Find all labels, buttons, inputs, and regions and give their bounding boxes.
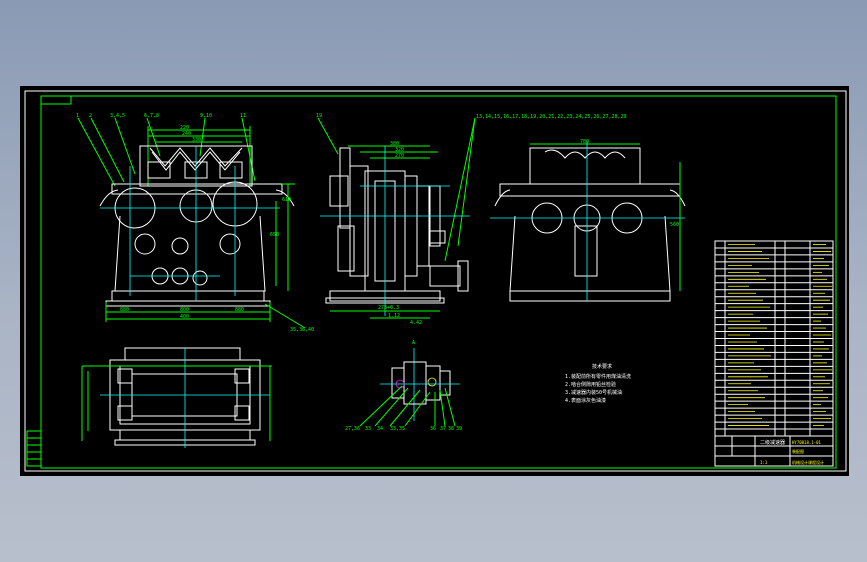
detail-ref-r1: 36	[430, 426, 436, 432]
assembly-drawing: 1 2 3,4,5 6,7,8 9,10 11 220 240 330	[24, 90, 847, 472]
ref-label-35-36-40: 35,36,40	[290, 327, 314, 333]
detail-ref-l3: 34	[377, 426, 383, 432]
technical-notes: 技术要求 1.装配前所有零件用煤油清洗 2.啮合侧隙用铅丝检验 3.减速器内装5…	[565, 363, 631, 404]
cad-viewport[interactable]: 1 2 3,4,5 6,7,8 9,10 11 220 240 330	[20, 86, 849, 476]
side-dim-320: 320	[395, 147, 404, 153]
right-dim-780: 780	[580, 139, 589, 145]
note-2: 2.啮合侧隙用铅丝检验	[565, 381, 616, 388]
title-block-sub: 装配图	[792, 448, 804, 454]
side-callout-long: 13,14,15,16,17,18,19,20,21,22,23,24,25,2…	[476, 114, 627, 120]
title-block-name: 二级减速器	[760, 439, 785, 446]
sheet-border-outer	[24, 90, 847, 472]
callout-3: 3,4,5	[110, 113, 125, 119]
detail-ref-l1: 27,36	[345, 426, 360, 432]
dim-650: 650	[270, 232, 279, 238]
detail-ref-l2: 33	[365, 426, 371, 432]
detail-ref-r4: 39	[456, 426, 462, 432]
note-3: 3.减速器内装50号机械油	[565, 389, 622, 396]
title-block: 二级减速器 HY70018.1-01 装配图 1:1 机械设计课程设计	[714, 435, 834, 467]
note-1: 1.装配前所有零件用煤油清洗	[565, 373, 631, 380]
right-view: 780 560	[490, 139, 686, 302]
side-dim-442: 4.42	[410, 320, 422, 326]
title-block-scale: 1:1	[760, 460, 768, 465]
dim-bot-1: 880	[120, 307, 129, 313]
title-block-school: 机械设计课程设计	[792, 459, 824, 465]
dim-610: 610	[282, 197, 291, 203]
side-dim-112: 1.12	[388, 313, 400, 319]
parts-list-table	[714, 240, 834, 437]
corner-tag	[40, 95, 72, 105]
dim-330: 330	[192, 137, 201, 143]
callout-5: 9,10	[200, 113, 212, 119]
callout-4: 6,7,8	[144, 113, 159, 119]
dim-220: 220	[180, 125, 189, 131]
dim-240: 240	[182, 131, 191, 137]
callout-6: 11	[240, 113, 246, 119]
side-view: 19 13,14,15,16,17,18,19,20,21,22,23,24,2…	[316, 113, 627, 326]
callout-1: 1	[76, 113, 79, 119]
front-view: 1 2 3,4,5 6,7,8 9,10 11 220 240 330	[76, 113, 314, 333]
side-callout-19: 19	[316, 113, 322, 119]
side-dim-278: 278+0.3	[378, 305, 399, 311]
detail-ref-r2: 37	[440, 426, 446, 432]
sheet-border-inner	[40, 95, 837, 469]
note-4: 4.表面涂灰色油漆	[565, 397, 606, 404]
right-dim-560: 560	[670, 222, 679, 228]
left-stamp-boxes	[26, 430, 42, 467]
callout-2: 2	[89, 113, 92, 119]
detail-ref-l4: 33,35	[390, 426, 405, 432]
detail-ref-r3: 38	[448, 426, 454, 432]
notes-title: 技术要求	[592, 363, 612, 370]
detail-view: A 27,36 33 34 33,35 36 37 38 39	[345, 340, 462, 432]
dim-bot-2: 800	[180, 307, 189, 313]
dim-bot-3: 880	[235, 307, 244, 313]
title-block-code: HY70018.1-01	[792, 440, 821, 445]
dim-400: 400	[180, 314, 189, 320]
detail-label-a: A	[412, 340, 415, 346]
plan-view	[81, 347, 272, 448]
side-dim-270: 270	[395, 153, 404, 159]
side-dim-380: 380	[390, 141, 399, 147]
